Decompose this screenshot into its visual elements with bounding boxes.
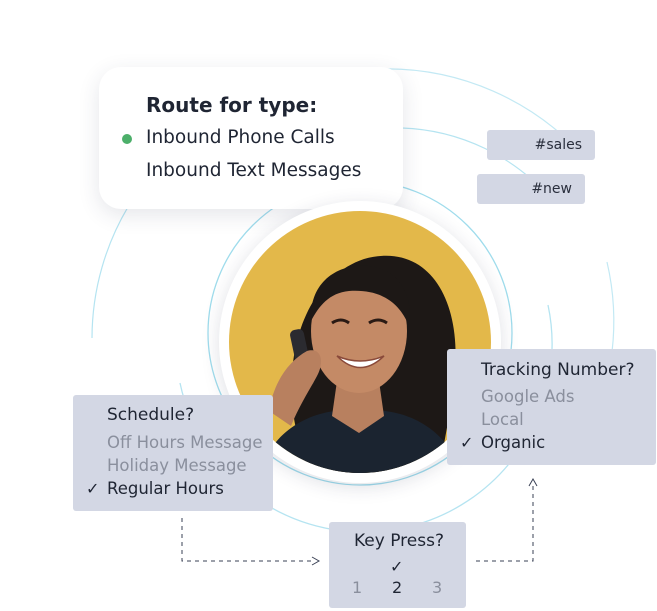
key-option-1[interactable]: 1 xyxy=(352,578,363,597)
tracking-option-organic[interactable]: Organic xyxy=(481,433,546,452)
check-icon: ✓ xyxy=(460,433,474,452)
route-option-phone-calls[interactable]: Inbound Phone Calls xyxy=(146,127,335,148)
tracking-option-google-ads[interactable]: Google Ads xyxy=(481,387,575,406)
key-press-panel: Key Press? ✓ 1 2 3 xyxy=(329,522,466,608)
key-option-3[interactable]: 3 xyxy=(432,578,443,597)
key-option-2[interactable]: 2 xyxy=(392,578,403,597)
schedule-option-holiday[interactable]: Holiday Message xyxy=(107,456,247,475)
route-card-title: Route for type: xyxy=(146,93,318,117)
check-icon: ✓ xyxy=(390,557,404,576)
schedule-title: Schedule? xyxy=(107,405,195,425)
tracking-option-local[interactable]: Local xyxy=(481,410,524,429)
key-press-title: Key Press? xyxy=(354,531,444,551)
tag-label: #new xyxy=(531,181,572,197)
tag-sales[interactable]: #sales xyxy=(487,130,595,160)
check-icon: ✓ xyxy=(86,479,100,498)
tracking-title: Tracking Number? xyxy=(481,360,635,380)
tag-label: #sales xyxy=(534,137,582,153)
route-type-card: Route for type: Inbound Phone Calls Inbo… xyxy=(99,67,403,209)
schedule-option-regular-hours[interactable]: Regular Hours xyxy=(107,479,224,498)
schedule-panel: Schedule? Off Hours Message Holiday Mess… xyxy=(73,395,273,511)
tag-new[interactable]: #new xyxy=(477,174,585,204)
schedule-option-off-hours[interactable]: Off Hours Message xyxy=(107,433,263,452)
route-option-text-messages[interactable]: Inbound Text Messages xyxy=(146,160,362,181)
status-dot-icon xyxy=(122,134,132,144)
tracking-number-panel: Tracking Number? Google Ads Local ✓ Orga… xyxy=(447,349,656,465)
